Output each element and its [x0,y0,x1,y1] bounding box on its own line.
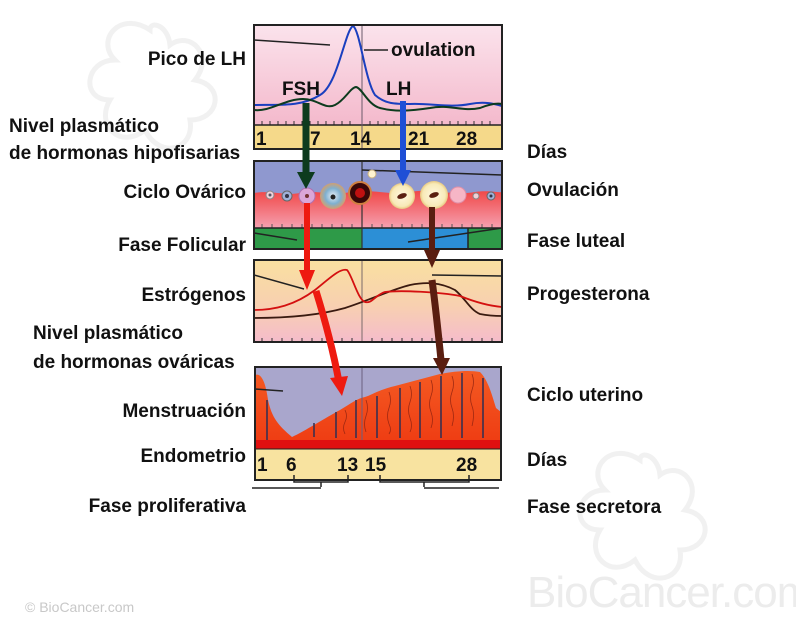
fsh-arrow-head [297,172,315,189]
lh-arrow-head [395,170,411,186]
label-nivel-ovaricas-2: de hormonas ováricas [33,352,235,373]
label-progesterona: Progesterona [527,284,650,305]
ovulation-inline-label: ovulation [391,40,475,61]
label-nivel-hipofisarias-2: de hormonas hipofisarias [9,143,241,164]
day-label: 1 [257,455,268,476]
lh-inline-label: LH [386,79,411,100]
progesterone-curve [253,282,503,319]
estrogen-curve [253,268,503,311]
label-ovulacion: Ovulación [527,180,619,201]
day-label: 28 [456,129,477,150]
lh-curve [253,24,503,107]
label-nivel-ovaricas-1: Nivel plasmático [33,323,183,344]
panel-ovarian-hormones [253,259,503,343]
label-fase-luteal: Fase luteal [527,231,626,252]
estrogen-to-uterus-arrow-head [330,376,348,396]
day-label: 14 [350,129,372,150]
label-dias-bottom: Días [527,450,568,471]
day-label: 6 [286,455,297,476]
estrogen-arrow-head [299,270,315,290]
progesterone-to-uterus-arrow-head [433,358,450,375]
day-label: 7 [310,129,321,150]
luteal-phase-bar [362,228,468,249]
label-pico-lh: Pico de LH [147,49,246,70]
label-fase-folicular: Fase Folicular [118,235,246,256]
label-fase-proliferativa: Fase proliferativa [88,496,246,517]
day-label: 21 [408,129,430,150]
label-ciclo-uterino: Ciclo uterino [527,385,644,406]
label-dias-top: Días [527,142,568,163]
label-menstruacion: Menstruación [122,401,246,422]
label-endometrio: Endometrio [140,446,246,467]
label-fase-secretora: Fase secretora [527,497,662,518]
endometrium [255,370,501,449]
fsh-curve [253,85,503,112]
fsh-inline-label: FSH [282,79,320,100]
day-label: 13 [337,455,358,476]
label-estrogenos: Estrógenos [141,285,246,306]
label-nivel-hipofisarias-1: Nivel plasmático [9,116,159,137]
progesterone-arrow-head [424,250,440,268]
arrows [297,101,450,396]
follicles [265,169,496,209]
panel-hypophyseal-hormones: ovulation FSH LH 1 7 14 21 28 [253,24,503,150]
label-ciclo-ovarico: Ciclo Ovárico [123,182,247,203]
day-label: 28 [456,455,477,476]
day-label: 1 [256,129,267,150]
day-label: 15 [365,455,387,476]
copyright-text: © BioCancer.com [25,599,135,615]
panel-ovarian-cycle [253,160,503,250]
panel-uterine-cycle: 1 6 13 15 28 [252,366,502,489]
phase-brackets [252,475,499,489]
